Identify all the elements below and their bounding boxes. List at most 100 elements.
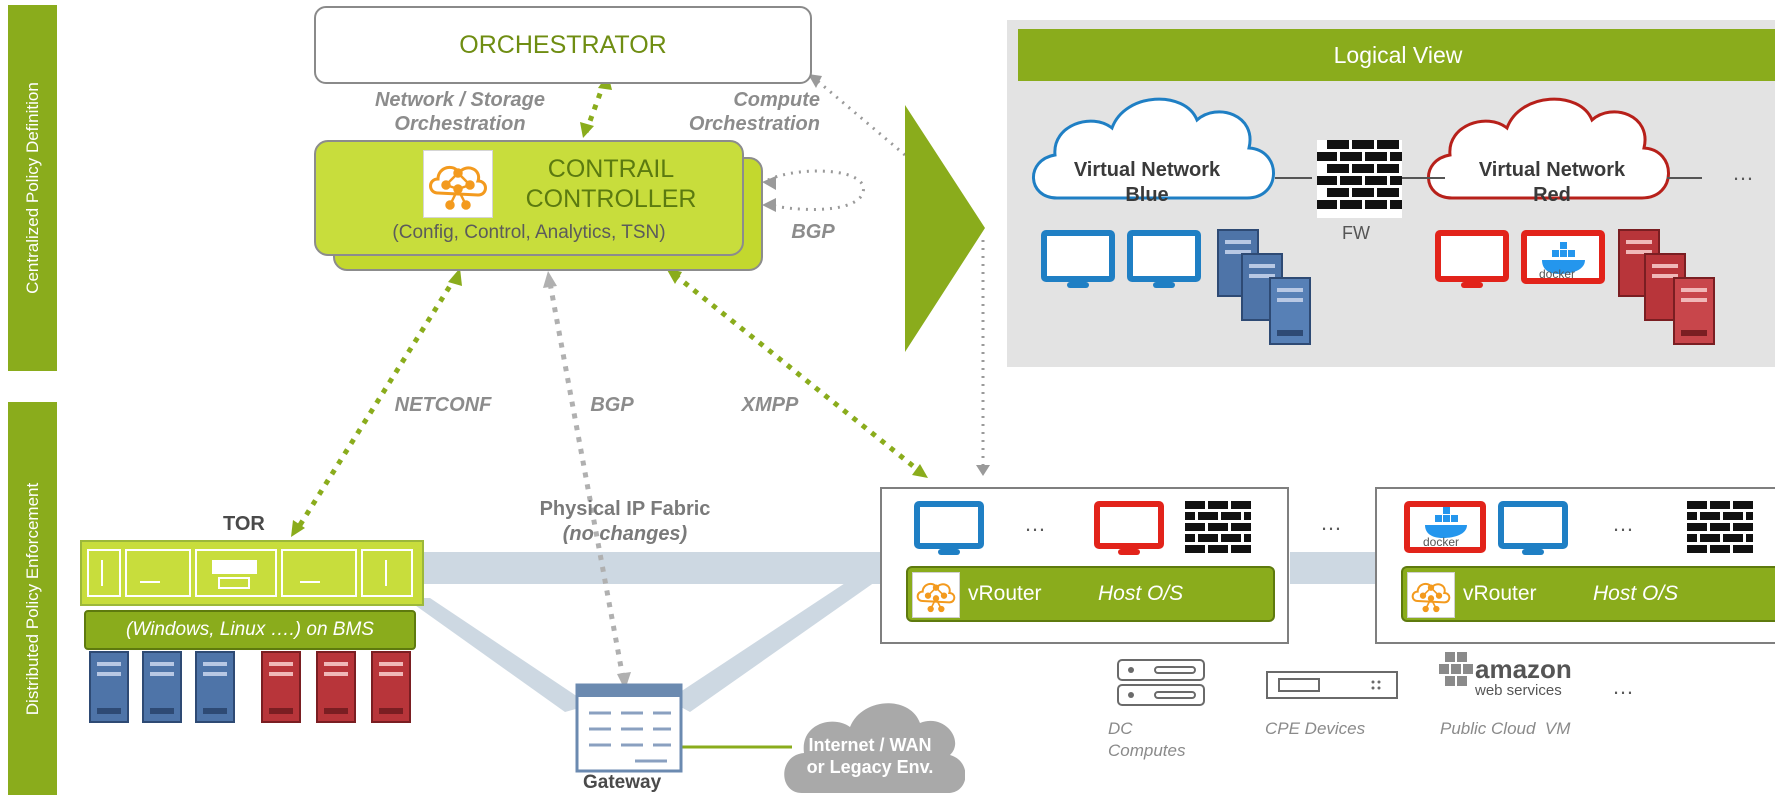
sidebar-policy-definition: Centralized Policy Definition xyxy=(8,5,57,371)
vrouter-logo-icon xyxy=(912,572,960,618)
arrow-head xyxy=(543,271,557,288)
host2-ellipsis: … xyxy=(1612,511,1635,536)
vrouter-label: vRouter xyxy=(1463,582,1537,605)
host1-workloads xyxy=(914,501,1251,555)
xmpp-label: XMPP xyxy=(741,394,799,416)
cloud-vm-label: Public Cloud VM xyxy=(1440,719,1571,738)
dc-compute-icon xyxy=(1117,659,1205,706)
arrow-head xyxy=(448,268,462,286)
bms-servers xyxy=(89,651,411,723)
vrouter-label: vRouter xyxy=(968,582,1042,605)
monitor-blue-icon xyxy=(1498,501,1568,555)
arrow-head xyxy=(762,176,776,190)
vrouter-bar: vRouter Host O/S xyxy=(1401,566,1775,622)
fabric-line1: Physical IP Fabric xyxy=(539,498,711,520)
netconf-label: NETCONF xyxy=(394,394,492,416)
vn-blue-label: Virtual Network Blue xyxy=(1057,158,1237,208)
compute-line1: Compute xyxy=(733,89,820,111)
server-blue-icon xyxy=(1217,229,1311,345)
docker-text: docker xyxy=(1539,267,1576,281)
compute-host-1: … vRouter Host O/S xyxy=(880,487,1289,644)
host1-ellipsis: … xyxy=(1024,511,1047,536)
docker-monitor-icon xyxy=(1404,501,1486,553)
tor-label: TOR xyxy=(223,513,265,535)
cloud-blue-icon xyxy=(1032,97,1275,200)
arrow-head xyxy=(666,268,682,284)
orch-controller-link xyxy=(583,79,608,133)
docker-text: docker xyxy=(1423,535,1460,549)
compute-orch-label: Compute Orchestration xyxy=(660,88,820,136)
server-blue-icon xyxy=(195,651,235,723)
compute-host-2: docker … vRouter Host O/S xyxy=(1375,487,1775,644)
vn-red-label: Virtual Network Red xyxy=(1462,158,1642,208)
tor-switch xyxy=(80,540,424,606)
dc-line1: DC xyxy=(1108,719,1133,738)
cpe-label: CPE Devices xyxy=(1265,719,1366,738)
bgp-gateway-link xyxy=(547,282,626,679)
network-storage-line1: Network / Storage xyxy=(374,89,546,111)
arrow-head xyxy=(580,122,594,138)
arrow-head xyxy=(976,465,990,476)
arrow-head xyxy=(912,464,928,478)
vrouter-logo-icon xyxy=(1407,572,1455,618)
gateway-label: Gateway xyxy=(583,772,662,793)
fabric-band xyxy=(405,598,590,712)
host-os-label: Host O/S xyxy=(1098,582,1184,605)
webservices-wordmark: web services xyxy=(1475,682,1562,699)
netconf-link xyxy=(297,276,458,527)
internet-label: Internet / WAN or Legacy Env. xyxy=(785,734,955,778)
server-blue-icon xyxy=(89,651,129,723)
monitor-red-icon xyxy=(1094,501,1164,555)
firewall-icon xyxy=(1687,501,1753,553)
controller-title-line1: CONTRAIL xyxy=(547,155,675,183)
hosts-ellipsis: … xyxy=(1320,510,1343,535)
monitor-blue-icon xyxy=(914,501,984,555)
contrail-logo-icon xyxy=(423,150,493,218)
logical-view-title: Logical View xyxy=(1018,29,1775,81)
controller-title-line2: CONTROLLER xyxy=(525,185,697,213)
controller-title: CONTRAIL CONTROLLER xyxy=(501,154,721,214)
tor-ports-icon xyxy=(87,549,413,597)
host-os-label: Host O/S xyxy=(1593,582,1679,605)
logical-view-panel: Logical View xyxy=(1007,20,1775,367)
dc-line2: Computes xyxy=(1108,741,1186,760)
fabric-line2: (no changes) xyxy=(562,523,688,545)
internet-line1: Internet / WAN xyxy=(808,735,932,755)
fabric-band xyxy=(1290,552,1375,584)
devices-ellipsis: … xyxy=(1612,674,1635,699)
bgp-loop xyxy=(767,169,865,211)
logical-view-graphics xyxy=(1032,97,1715,345)
internet-line2: or Legacy Env. xyxy=(806,757,934,777)
vn-blue-line2: Blue xyxy=(1125,184,1169,206)
arrow-head xyxy=(808,74,822,88)
view-arrow xyxy=(905,105,985,352)
xmpp-link xyxy=(673,273,920,472)
vn-blue-line1: Virtual Network xyxy=(1073,159,1221,181)
fabric-label: Physical IP Fabric (no changes) xyxy=(520,497,730,547)
arrow-head xyxy=(617,672,631,690)
fabric-band xyxy=(668,560,885,712)
contrail-controller: CONTRAIL CONTROLLER (Config, Control, An… xyxy=(314,140,744,256)
amazon-wordmark: amazon xyxy=(1475,654,1572,684)
compute-line2: Orchestration xyxy=(688,113,820,135)
orchestrator-title: ORCHESTRATOR xyxy=(459,30,667,59)
sidebar-policy-enforcement: Distributed Policy Enforcement xyxy=(8,402,57,795)
orchestrator-box: ORCHESTRATOR xyxy=(314,6,812,84)
bgp-gateway-label: BGP xyxy=(590,394,634,416)
server-red-icon xyxy=(261,651,301,723)
network-storage-label: Network / Storage Orchestration xyxy=(355,88,565,136)
host2-workloads xyxy=(1404,501,1753,555)
cpe-device-icon xyxy=(1266,671,1398,699)
server-red-icon xyxy=(316,651,356,723)
controller-subtitle: (Config, Control, Analytics, TSN) xyxy=(392,222,666,243)
fw-label: FW xyxy=(1342,223,1370,243)
monitor-blue-icon xyxy=(1041,230,1115,288)
compute-orch-link xyxy=(813,76,906,157)
dc-computes-label: DC Computes xyxy=(1108,718,1185,762)
aws-logo-icon xyxy=(1439,652,1473,686)
monitor-blue-icon xyxy=(1127,230,1201,288)
logical-ellipsis: … xyxy=(1732,160,1755,185)
vrouter-bar: vRouter Host O/S xyxy=(906,566,1275,622)
server-red-icon xyxy=(1618,229,1715,345)
